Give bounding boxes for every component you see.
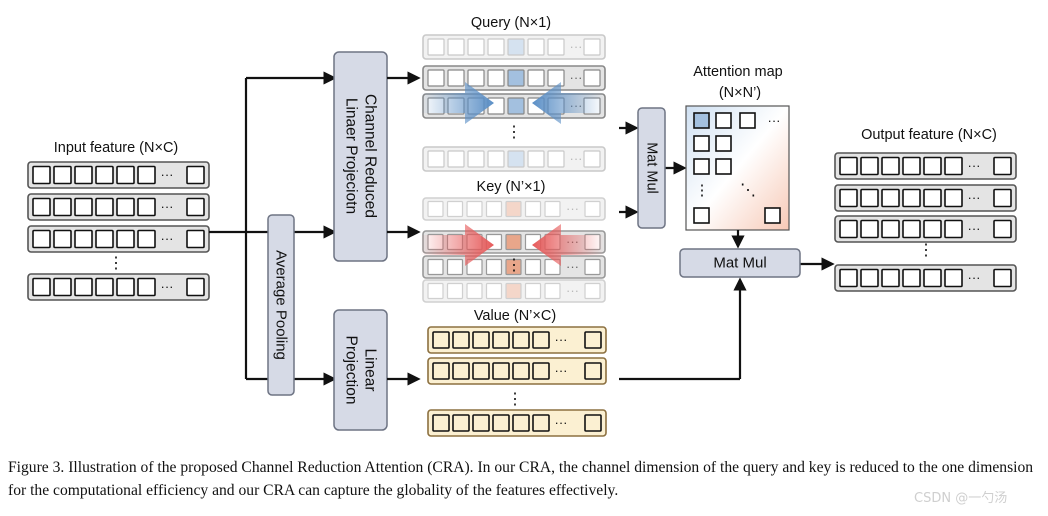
key-row: ···	[422, 197, 606, 221]
watermark: CSDN @一勺汤	[914, 491, 1008, 506]
output-row: ···	[834, 215, 1017, 243]
average-pooling-label: Average Pooling	[273, 250, 290, 360]
cra-diagram: Input feature (N×C) Query (N×1) Key (N’×…	[27, 15, 1017, 437]
channel-reduced-label-2: Linaer Projeciotn	[343, 98, 360, 214]
mat-mul-label-1: Mat Mul	[644, 142, 660, 194]
row-ellipsis: ···	[161, 167, 174, 182]
matmul2-connectors	[619, 230, 835, 381]
row-ellipsis: ···	[555, 332, 568, 347]
channel-reduced-label-1: Channel Reduced	[362, 94, 379, 218]
output-row: ···	[834, 184, 1017, 212]
row-ellipsis: ···	[570, 70, 583, 85]
row-ellipsis: ···	[566, 259, 579, 274]
row-ellipsis: ···	[161, 279, 174, 294]
mat-mul-block-1: Mat Mul	[637, 107, 666, 229]
attention-map-title: Attention map	[693, 64, 782, 80]
row-ellipsis: ···	[968, 270, 981, 285]
linear-projection-label-2: Projection	[343, 336, 360, 405]
row-ellipsis: ···	[570, 39, 583, 54]
key-title: Key (N’×1)	[477, 179, 546, 195]
input-feature-rows: ··· ··· ··· ···	[27, 161, 210, 301]
output-feature-title: Output feature (N×C)	[861, 127, 997, 143]
row-ellipsis: ···	[968, 221, 981, 236]
attention-map-shape: (N×N’)	[719, 85, 761, 101]
input-row: ···	[27, 273, 210, 301]
input-row: ···	[27, 193, 210, 221]
value-row: ···	[427, 326, 607, 354]
value-row: ···	[427, 409, 607, 437]
query-title: Query (N×1)	[471, 15, 551, 31]
value-row: ···	[427, 357, 607, 385]
query-vdots: ⋮	[506, 124, 522, 141]
figure-caption: Figure 3. Illustration of the proposed C…	[8, 459, 1034, 499]
row-ellipsis: ···	[555, 363, 568, 378]
matmul1-inputs	[619, 121, 687, 219]
row-ellipsis: ···	[968, 158, 981, 173]
linear-projection-label-1: Linear	[362, 348, 379, 391]
input-vdots: ⋮	[108, 255, 124, 272]
query-squeeze-arrows	[420, 82, 604, 124]
projection-arrows	[387, 71, 421, 386]
key-row: ···	[422, 279, 606, 303]
row-ellipsis: ···	[161, 231, 174, 246]
channel-reduced-projection-block: Channel Reduced Linaer Projeciotn	[333, 51, 388, 262]
value-vdots: ⋮	[507, 391, 523, 408]
query-row: ···	[422, 146, 606, 172]
row-ellipsis: ···	[968, 190, 981, 205]
query-row: ···	[422, 34, 606, 60]
row-ellipsis: ···	[555, 415, 568, 430]
attn-vdots: ⋮	[695, 182, 710, 199]
average-pooling-block: Average Pooling	[267, 214, 295, 396]
input-feature-title: Input feature (N×C)	[54, 140, 179, 156]
output-row: ···	[834, 152, 1017, 180]
row-ellipsis: ···	[566, 283, 579, 298]
output-row: ···	[834, 264, 1017, 292]
input-row: ···	[27, 161, 210, 189]
attn-hdots: ···	[768, 113, 781, 128]
mat-mul-label-2: Mat Mul	[713, 255, 766, 272]
mat-mul-block-2: Mat Mul	[679, 248, 801, 278]
value-title: Value (N’×C)	[474, 308, 556, 324]
input-connectors	[209, 71, 337, 386]
attn-ddots: ⋱	[740, 182, 756, 199]
value-rows: ··· ··· ···	[427, 326, 607, 437]
key-squeeze-arrows	[420, 224, 604, 266]
input-row: ···	[27, 225, 210, 253]
query-row: ···	[422, 65, 606, 91]
row-ellipsis: ···	[161, 199, 174, 214]
linear-projection-block: Linear Projection	[333, 309, 388, 431]
row-ellipsis: ···	[566, 201, 579, 216]
key-vdots: ⋮	[506, 257, 522, 274]
output-feature-rows: ··· ··· ··· ···	[834, 152, 1017, 292]
row-ellipsis: ···	[570, 151, 583, 166]
attention-map: ··· ⋮ ⋱	[685, 105, 790, 231]
output-vdots: ⋮	[918, 242, 934, 259]
